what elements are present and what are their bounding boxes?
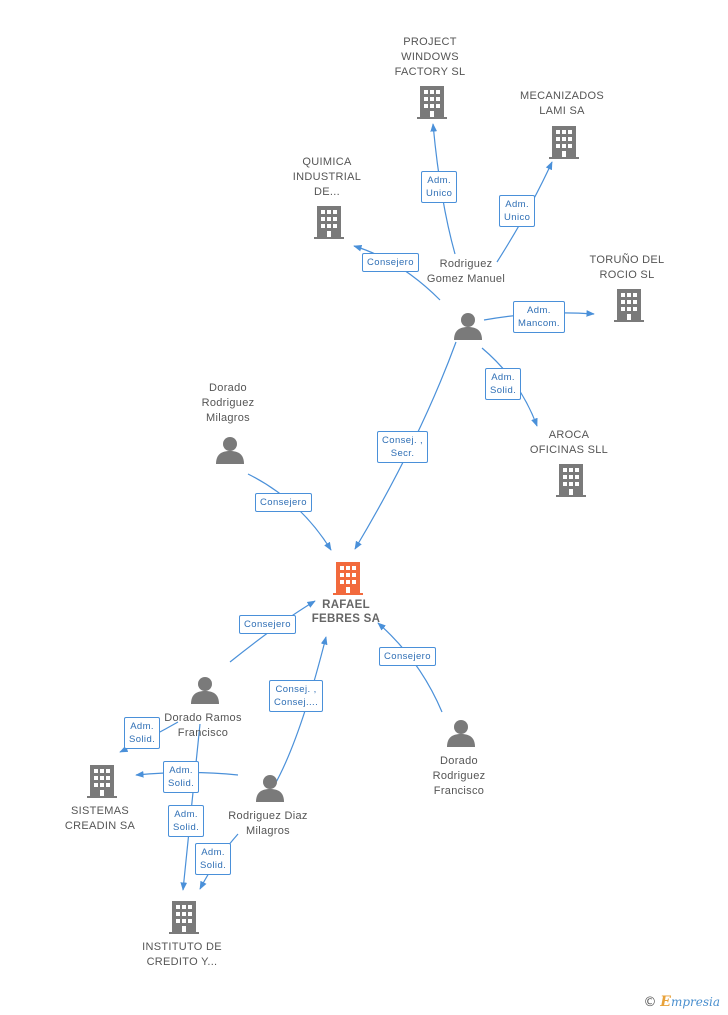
node-label-quimica[interactable]: QUIMICA INDUSTRIAL DE... <box>292 156 362 198</box>
node-label-rafael[interactable]: RAFAEL FEBRES SA <box>311 599 381 625</box>
edge-label-rdm-instituto[interactable]: Adm.Solid. <box>195 843 232 875</box>
edge-label-rgm-toruno[interactable]: Adm.Mancom. <box>513 301 565 333</box>
sistemas-building-icon[interactable] <box>87 765 117 798</box>
node-label-rgm[interactable]: Rodriguez Gomez Manuel <box>426 258 506 285</box>
toruno-building-icon[interactable] <box>614 289 644 322</box>
drf-person-icon[interactable] <box>191 677 219 704</box>
node-label-rdm[interactable]: Rodriguez Diaz Milagros <box>228 810 308 837</box>
edge-label-rgm-mecanizados[interactable]: Adm.Unico <box>499 195 536 227</box>
node-label-toruno[interactable]: TORUÑO DEL ROCIO SL <box>589 254 665 281</box>
node-label-instituto[interactable]: INSTITUTO DE CREDITO Y... <box>142 941 222 968</box>
drm-person-icon[interactable] <box>216 437 244 464</box>
quimica-building-icon[interactable] <box>314 206 344 239</box>
node-label-aroca[interactable]: AROCA OFICINAS SLL <box>529 429 609 456</box>
instituto-building-icon[interactable] <box>169 901 199 934</box>
node-label-drm[interactable]: Dorado Rodriguez Milagros <box>201 382 255 424</box>
node-label-drf[interactable]: Dorado Ramos Francisco <box>164 712 242 739</box>
edge-label-rgm-aroca[interactable]: Adm.Solid. <box>485 368 522 400</box>
edge-label-drfr-rafael[interactable]: Consejero <box>379 647 436 666</box>
edge-rdm-rafael <box>273 636 328 787</box>
node-label-drfr[interactable]: Dorado Rodriguez Francisco <box>432 755 486 797</box>
edge-label-drf-instituto[interactable]: Adm.Solid. <box>168 805 205 837</box>
edge-label-rgm-rafael[interactable]: Consej. ,Secr. <box>377 431 429 463</box>
edge-label-rdm-rafael[interactable]: Consej. ,Consej.... <box>269 680 324 712</box>
brand-logo: © Empresia <box>643 994 720 1010</box>
edge-label-drf-sistemas[interactable]: Adm.Solid. <box>124 717 161 749</box>
edge-drfr-rafael <box>377 622 443 713</box>
edge-drm-rafael <box>247 473 332 551</box>
edge-label-rgm-quimica[interactable]: Consejero <box>362 253 419 272</box>
node-label-sistemas[interactable]: SISTEMAS CREADIN SA <box>64 805 136 832</box>
edge-label-rgm-project[interactable]: Adm.Unico <box>421 171 458 203</box>
node-label-mecanizados[interactable]: MECANIZADOS LAMI SA <box>520 90 604 117</box>
edge-label-drf-rafael[interactable]: Consejero <box>239 615 296 634</box>
drfr-person-icon[interactable] <box>447 720 475 747</box>
mecanizados-building-icon[interactable] <box>549 126 579 159</box>
edge-label-drm-rafael[interactable]: Consejero <box>255 493 312 512</box>
aroca-building-icon[interactable] <box>556 464 586 497</box>
rafael-building-icon[interactable] <box>333 562 363 595</box>
copyright-icon: © <box>643 995 657 1010</box>
rdm-person-icon[interactable] <box>256 775 284 802</box>
edge-label-rdm-sistemas[interactable]: Adm.Solid. <box>163 761 200 793</box>
project-building-icon[interactable] <box>417 86 447 119</box>
rgm-person-icon[interactable] <box>454 313 482 340</box>
node-label-project[interactable]: PROJECT WINDOWS FACTORY SL <box>394 36 466 78</box>
